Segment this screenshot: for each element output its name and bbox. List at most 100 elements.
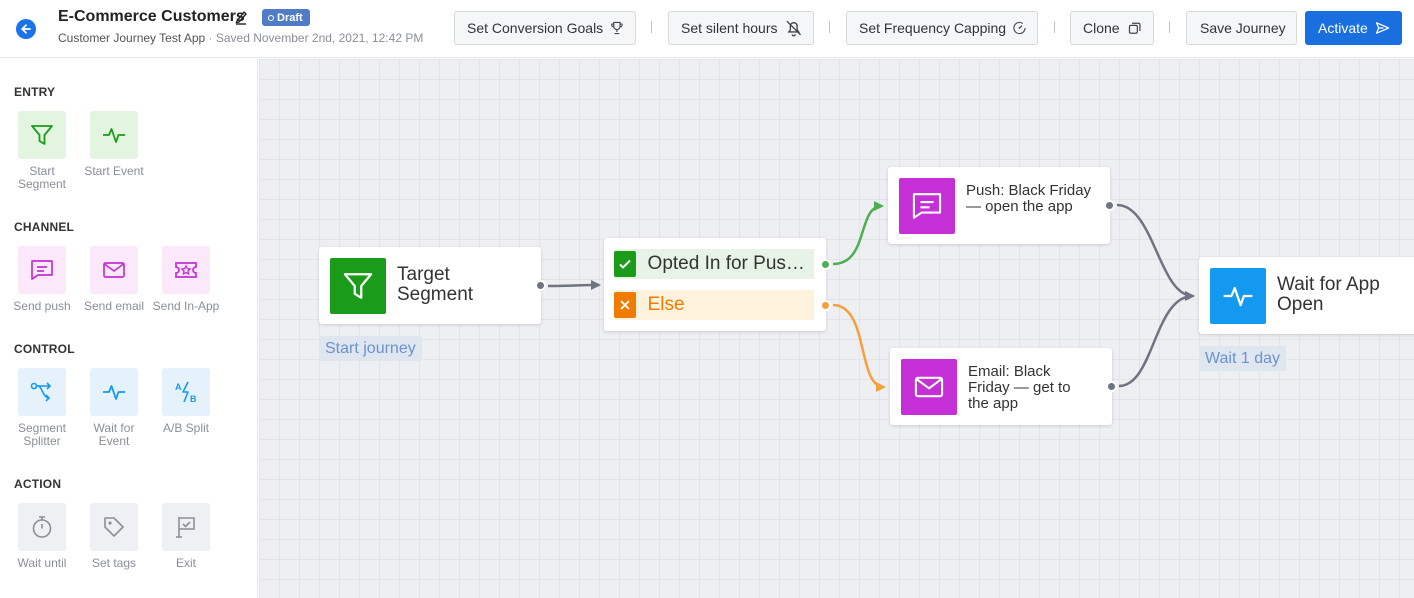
- link-else-to-email: [832, 303, 886, 392]
- set-conversion-goals-button[interactable]: Set Conversion Goals: [454, 11, 636, 45]
- top-bar: E-Commerce Customers Draft Customer Jour…: [0, 0, 1414, 58]
- tool-send-email[interactable]: Send email: [78, 246, 150, 313]
- branch-else-label: Else: [647, 294, 685, 315]
- output-port-else[interactable]: [820, 300, 831, 311]
- node-wait-for-app-open[interactable]: Wait for App Open: [1199, 257, 1414, 334]
- node-icon-tile: [899, 178, 955, 234]
- connection-lines: [547, 201, 1195, 392]
- node-icon-tile: [901, 359, 957, 415]
- journey-title[interactable]: E-Commerce Customers: [58, 8, 245, 25]
- node-target-segment[interactable]: Target Segment: [319, 247, 541, 324]
- set-silent-hours-button[interactable]: Set silent hours: [668, 11, 814, 45]
- funnel-icon: [31, 125, 53, 145]
- output-port[interactable]: [1104, 200, 1115, 211]
- output-port[interactable]: [1106, 381, 1117, 392]
- flag-icon: [176, 517, 195, 538]
- subtitle-separator: ·: [205, 31, 216, 45]
- send-icon: [1375, 22, 1390, 34]
- tool-send-email-tile: [90, 246, 138, 294]
- branch-opted-in[interactable]: Opted In for Push…: [614, 249, 814, 279]
- node-push-black-friday[interactable]: Push: Black Friday — open the app: [888, 167, 1110, 244]
- node-title: Push: Black Friday — open the app: [966, 182, 1092, 215]
- tool-wait-until[interactable]: Wait until: [6, 503, 78, 570]
- pulse-icon: [103, 128, 125, 143]
- link-opted-in-to-push: [832, 201, 884, 266]
- tool-label: Send push: [13, 299, 71, 313]
- component-palette: ENTRY Start Segment Start Event CHANNEL …: [0, 59, 258, 598]
- status-dot-icon: [268, 14, 274, 21]
- tag-icon: [104, 517, 124, 537]
- node-icon-tile: [330, 258, 386, 314]
- tool-wait-until-tile: [18, 503, 66, 551]
- tool-wait-for-event-tile: [90, 368, 138, 416]
- tool-start-event[interactable]: Start Event: [78, 111, 150, 178]
- section-title-control: CONTROL: [14, 342, 75, 356]
- save-journey-button[interactable]: Save Journey: [1186, 11, 1297, 45]
- section-title-channel: CHANNEL: [14, 220, 75, 234]
- pulse-icon: [1223, 287, 1253, 307]
- link-push-to-wait: [1116, 203, 1195, 301]
- link-segment-to-splitter: [547, 280, 601, 291]
- tool-label: Send In-App: [152, 299, 220, 313]
- tool-start-event-tile: [90, 111, 138, 159]
- pulse-icon: [103, 385, 125, 400]
- node-segment-splitter[interactable]: Opted In for Push… Else: [604, 238, 826, 331]
- section-title-entry: ENTRY: [14, 85, 56, 99]
- node-title: Target Segment: [397, 264, 474, 305]
- pencil-icon[interactable]: [234, 9, 248, 25]
- tool-label: Start Event: [84, 164, 144, 178]
- node-title: Wait for App Open: [1277, 274, 1380, 315]
- x-icon: [614, 292, 636, 318]
- activate-button[interactable]: Activate: [1305, 11, 1402, 45]
- bell-off-icon: [785, 20, 801, 37]
- tool-ab-split[interactable]: A B A/B Split: [150, 368, 222, 435]
- toolbar-divider: [829, 21, 830, 33]
- back-button[interactable]: [16, 19, 36, 39]
- start-journey-tag: Start journey: [319, 336, 422, 361]
- toolbar-divider: [1169, 21, 1170, 33]
- clone-button[interactable]: Clone: [1070, 11, 1154, 45]
- envelope-icon: [103, 262, 125, 278]
- tool-send-push[interactable]: Send push: [6, 246, 78, 313]
- envelope-icon: [914, 376, 944, 398]
- save-journey-label: Save Journey: [1200, 20, 1286, 36]
- status-badge-label: Draft: [277, 11, 303, 24]
- tool-label: Segment Splitter: [17, 421, 67, 448]
- message-icon: [912, 193, 942, 219]
- check-icon: [614, 251, 636, 277]
- tool-start-segment[interactable]: Start Segment: [6, 111, 78, 191]
- journey-canvas[interactable]: Target Segment Start journey Opted In fo…: [259, 59, 1414, 598]
- set-frequency-capping-label: Set Frequency Capping: [859, 20, 1007, 36]
- message-icon: [31, 260, 53, 280]
- tool-label: Wait for Event: [93, 421, 135, 448]
- tool-set-tags-tile: [90, 503, 138, 551]
- set-silent-hours-label: Set silent hours: [681, 20, 778, 36]
- tool-send-in-app[interactable]: Send In-App: [150, 246, 222, 313]
- tool-ab-split-tile: A B: [162, 368, 210, 416]
- toolbar-divider: [1054, 21, 1055, 33]
- wait-duration-tag: Wait 1 day: [1199, 346, 1286, 371]
- set-conversion-goals-label: Set Conversion Goals: [467, 20, 604, 36]
- branch-else[interactable]: Else: [614, 290, 814, 320]
- tool-wait-for-event[interactable]: Wait for Event: [78, 368, 150, 448]
- branch-opted-in-label: Opted In for Push…: [647, 253, 814, 274]
- arrow-left-icon: [21, 24, 31, 34]
- tool-exit[interactable]: Exit: [150, 503, 222, 570]
- split-arrows-icon: [30, 382, 52, 402]
- node-email-black-friday[interactable]: Email: Black Friday — get to the app: [890, 348, 1112, 425]
- ab-split-icon: A B: [175, 381, 197, 404]
- set-frequency-capping-button[interactable]: Set Frequency Capping: [846, 11, 1038, 45]
- tool-set-tags[interactable]: Set tags: [78, 503, 150, 570]
- copy-icon: [1128, 22, 1141, 34]
- output-port[interactable]: [535, 280, 546, 291]
- output-port-opted-in[interactable]: [820, 259, 831, 270]
- link-email-to-wait: [1118, 291, 1195, 388]
- app-name: Customer Journey Test App: [58, 31, 206, 45]
- tool-label: Start Segment: [17, 164, 67, 191]
- trophy-icon: [611, 21, 623, 35]
- tool-label: Exit: [175, 556, 196, 570]
- tool-label: Send email: [83, 299, 145, 313]
- status-badge: Draft: [262, 9, 310, 26]
- tool-segment-splitter[interactable]: Segment Splitter: [6, 368, 78, 448]
- tool-send-in-app-tile: [162, 246, 210, 294]
